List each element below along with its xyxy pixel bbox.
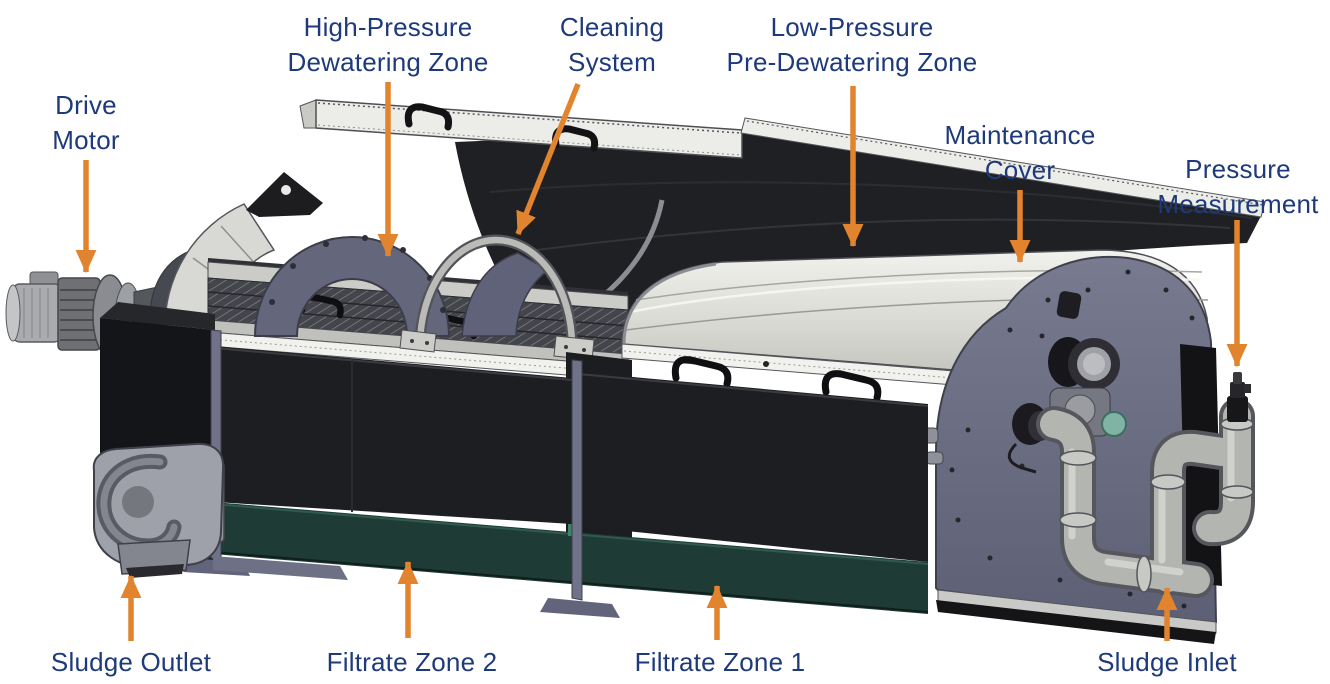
label-low-pressure-zone: Low-Pressure Pre-Dewatering Zone [726, 12, 978, 77]
cleaning-system-ring-illustration [399, 234, 595, 361]
annotation-arrows [75, 82, 1248, 641]
label-high-pressure-zone: High-Pressure Dewatering Zone [287, 12, 489, 77]
label-filtrate-zone-1: Filtrate Zone 1 [634, 647, 806, 677]
support-arch-illustration [253, 235, 550, 337]
label-sludge-inlet: Sludge Inlet [1097, 647, 1237, 677]
arrow-cleaning-system [515, 82, 581, 236]
label-sludge-outlet: Sludge Outlet [50, 647, 212, 677]
sludge-outlet-chute-illustration [92, 442, 225, 578]
label-cleaning-system: Cleaning System [559, 12, 665, 77]
label-drive-motor: Drive Motor [52, 90, 120, 155]
label-pressure-measurement: Pressure Measurement [1157, 154, 1319, 219]
label-filtrate-zone-2: Filtrate Zone 2 [326, 647, 498, 677]
mount-bracket-illustration [246, 172, 323, 217]
piping-illustration [1036, 344, 1255, 598]
label-maintenance-cover: Maintenance Cover [944, 120, 1096, 185]
base-frame-illustration [936, 600, 1216, 644]
